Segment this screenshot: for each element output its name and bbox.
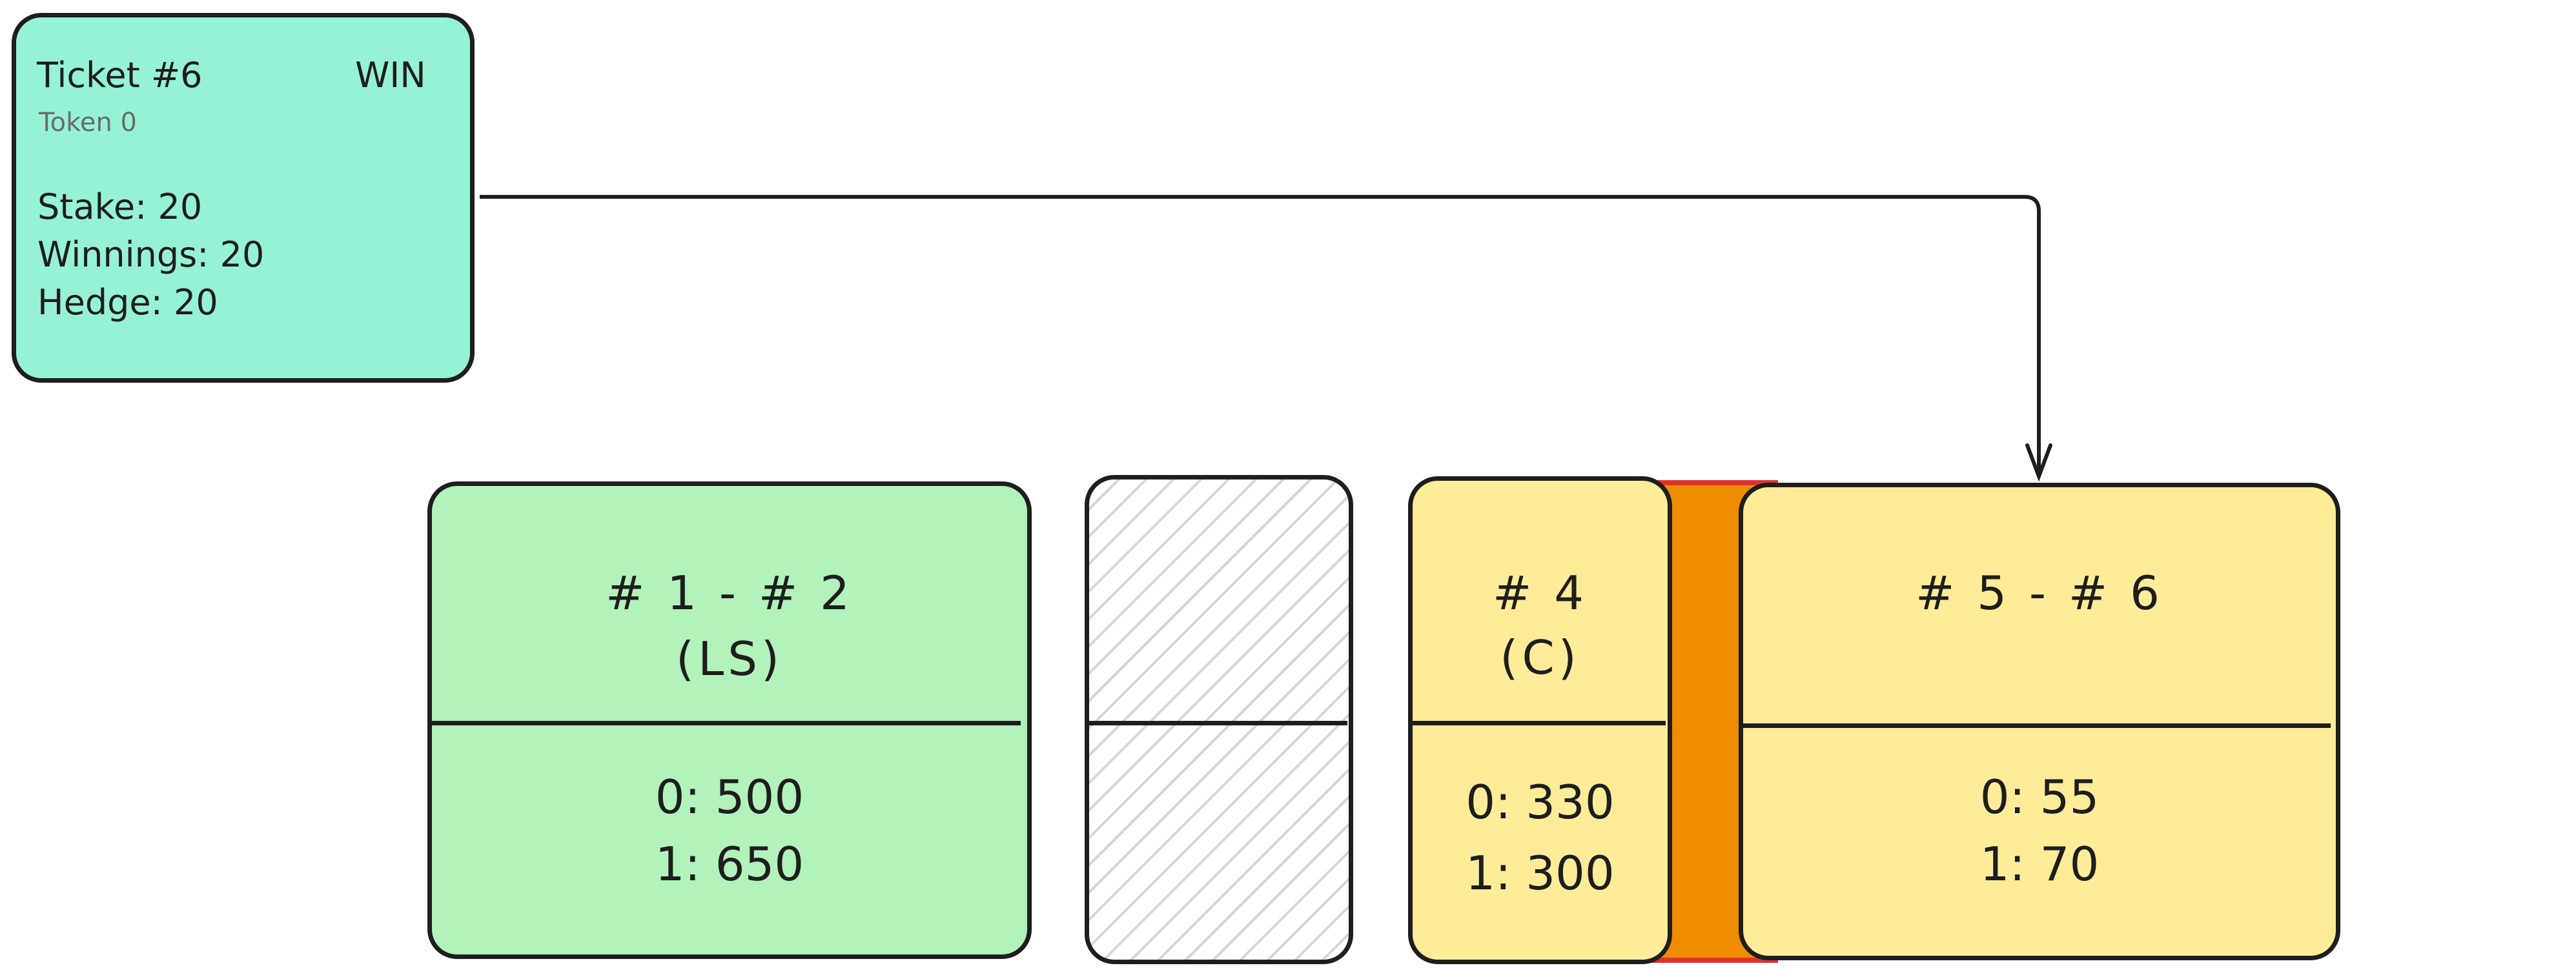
empty-block[interactable]: [1085, 475, 1353, 964]
block-value-1: 1: 70: [1979, 837, 2100, 891]
block-title: # 5 - # 6: [1916, 566, 2163, 620]
ticket-winnings: Winnings: 20: [37, 234, 265, 275]
ticket-card[interactable]: Ticket #6 WIN Token 0 Stake: 20 Winnings…: [12, 13, 475, 383]
block-value-0: 0: 55: [1979, 770, 2100, 824]
block-divider: [1743, 723, 2331, 728]
ticket-status: WIN: [355, 55, 426, 96]
ticket-arrow: [480, 195, 2041, 474]
ticket-stake: Stake: 20: [37, 187, 203, 227]
block-5-6[interactable]: # 5 - # 6 0: 55 1: 70: [1739, 483, 2340, 960]
block-1-2[interactable]: # 1 - # 2 (LS) 0: 500 1: 650: [427, 481, 1032, 959]
block-divider: [432, 721, 1021, 725]
block-value-0: 0: 330: [1466, 775, 1615, 829]
ticket-hedge: Hedge: 20: [37, 282, 218, 323]
block-subtitle: (C): [1500, 631, 1580, 685]
block-value-0: 0: 500: [655, 770, 804, 824]
block-4[interactable]: # 4 (C) 0: 330 1: 300: [1408, 476, 1672, 964]
block-title: # 1 - # 2: [606, 566, 854, 620]
ticket-title: Ticket #6: [37, 55, 203, 96]
block-value-1: 1: 650: [655, 837, 804, 891]
ticket-token: Token 0: [39, 108, 137, 137]
block-divider: [1089, 721, 1347, 725]
block-divider: [1413, 721, 1666, 725]
arrowhead-icon: [2025, 443, 2052, 482]
block-title: # 4: [1492, 566, 1588, 620]
block-value-1: 1: 300: [1466, 846, 1615, 900]
block-subtitle: (LS): [676, 632, 783, 686]
